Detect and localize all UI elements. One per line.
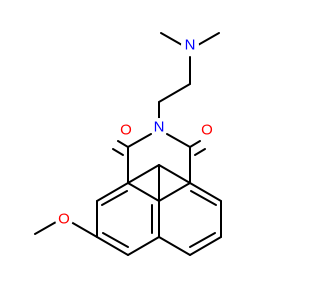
bond-right-ring-4 — [158, 236, 191, 256]
label-nitrogen-amine: N — [185, 37, 196, 54]
bond-right-ring-1-inner — [190, 190, 217, 206]
atom-oxygen-carbonyl-right: O — [198, 121, 216, 139]
bond-n-imide-c-left — [127, 133, 152, 148]
label-oxygen-methoxy: O — [58, 211, 70, 228]
bond-ch2-ch2 — [158, 83, 191, 103]
bond-carbonyl-left-a — [117, 140, 129, 148]
bond-central-b — [158, 164, 191, 184]
bond-carbonyl-right-a — [189, 140, 201, 148]
atom-oxygen-carbonyl-left: O — [117, 121, 135, 139]
bond-ring-o-methoxy — [70, 221, 98, 238]
label-nitrogen-imide: N — [154, 119, 165, 136]
atom-label-layer: N N O O O — [55, 36, 216, 228]
bond-layer — [34, 32, 222, 256]
bond-left-ring-4 — [127, 236, 160, 256]
bond-central-a — [127, 164, 160, 184]
atom-oxygen-methoxy: O — [55, 210, 73, 228]
bond-o-methoxy-methyl — [34, 221, 57, 235]
bond-left-ring-1-inner — [101, 190, 128, 206]
chemical-structure-diagram: N N O O O — [34, 32, 222, 256]
bond-left-ring-3 — [96, 236, 129, 256]
bond-carbonyl-left-b — [112, 148, 124, 156]
bond-right-ring-3-inner — [189, 232, 216, 248]
bond-right-ring-5 — [158, 182, 191, 202]
bond-n-amine-methyl2 — [197, 32, 220, 46]
bond-carbonyl-right-b — [194, 148, 206, 156]
bond-left-ring-3-inner — [102, 232, 129, 248]
atom-nitrogen-imide: N — [150, 118, 168, 136]
bond-n-imide-c-right — [166, 133, 191, 148]
bond-left-ring-1 — [96, 182, 129, 202]
bond-right-ring-3 — [189, 236, 222, 256]
label-oxygen-carbonyl-right: O — [201, 122, 213, 139]
bond-methyl1-n-amine — [160, 32, 183, 46]
label-oxygen-carbonyl-left: O — [120, 122, 132, 139]
bond-right-ring-1 — [189, 182, 222, 202]
bond-left-ring-6 — [127, 182, 160, 202]
atom-nitrogen-amine: N — [181, 36, 199, 54]
